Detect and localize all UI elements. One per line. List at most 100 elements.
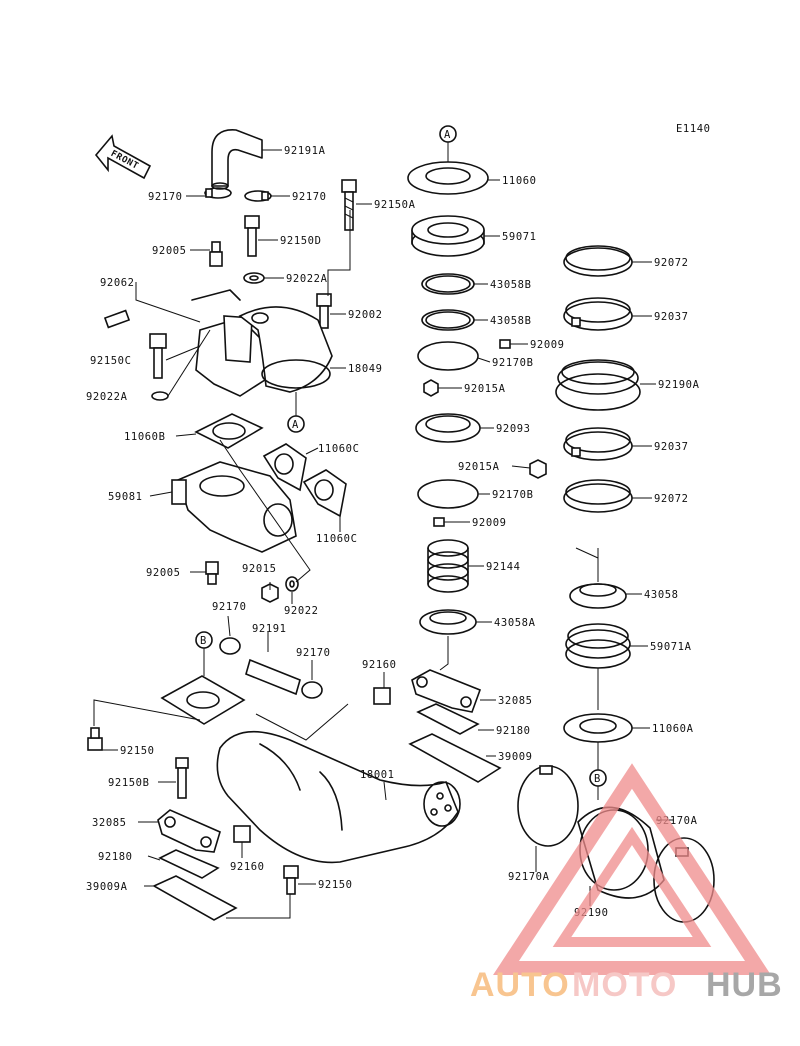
bracket-32085-right-icon	[411, 669, 482, 713]
bolt-92150a-icon	[341, 179, 357, 231]
label-43058b-2: 43058B	[490, 315, 532, 327]
bolt-92002-icon	[316, 293, 332, 329]
label-92144: 92144	[486, 561, 521, 573]
ref-b-circle-right: B	[589, 769, 607, 787]
bolt-92150d-icon	[244, 215, 260, 257]
gasket-11060c-bottom-icon	[302, 469, 347, 518]
part-labels: 92191A 92170 92170 92150A 92005 92150D 9…	[86, 145, 700, 919]
clamp-92170b-top-icon	[417, 341, 479, 371]
svg-text:B: B	[200, 635, 207, 647]
label-92191a: 92191A	[284, 145, 326, 157]
gasket-11060b-icon	[194, 413, 264, 449]
label-92170b-top: 92170B	[492, 357, 534, 369]
washer-92022-icon	[285, 576, 299, 592]
label-39009: 39009	[498, 751, 533, 763]
gasket-11060c-top-icon	[262, 443, 307, 492]
label-32085-right: 32085	[498, 695, 533, 707]
plate-39009-icon	[408, 733, 502, 783]
seal-92093-icon	[415, 413, 481, 443]
label-92005-top: 92005	[152, 245, 187, 257]
label-92062: 92062	[100, 277, 135, 289]
automotohub-watermark: AUTO MOTO HUB	[470, 763, 782, 1004]
label-92150-bottom: 92150	[318, 879, 353, 891]
label-92170-right: 92170	[292, 191, 327, 203]
label-92009-top: 92009	[530, 339, 565, 351]
label-92015a-top: 92015A	[464, 383, 506, 395]
coupling-59071-icon	[411, 215, 485, 257]
bracket-32085-left-icon	[157, 809, 221, 853]
svg-text:A: A	[292, 419, 299, 431]
gasket-11060-icon	[407, 161, 489, 195]
ref-a-circle-left: A	[287, 415, 305, 433]
label-92160-left: 92160	[230, 861, 265, 873]
ref-b-circle-left: B	[195, 631, 213, 649]
label-92180-left: 92180	[98, 851, 133, 863]
label-11060: 11060	[502, 175, 537, 187]
label-92150a: 92150A	[374, 199, 416, 211]
hose-92191a-icon	[211, 129, 263, 190]
label-92022a-bottom: 92022A	[86, 391, 128, 403]
label-43058: 43058	[644, 589, 679, 601]
label-92150c: 92150C	[90, 355, 132, 367]
label-43058a: 43058A	[494, 617, 536, 629]
plate-39009a-icon	[152, 875, 238, 921]
label-92022: 92022	[284, 605, 319, 617]
clamp-92170b-bottom-icon	[417, 479, 479, 509]
label-11060c-top: 11060C	[318, 443, 360, 455]
watermark-moto: MOTO	[572, 966, 677, 1004]
clamp-92170-mid2-icon	[301, 681, 323, 699]
label-92170b-bottom: 92170B	[492, 489, 534, 501]
ref-a-circle-top: A	[439, 125, 457, 143]
nut-92015a-bottom-icon	[529, 459, 547, 479]
watermark-triangle-icon	[493, 763, 771, 975]
nipple-92005-bottom-icon	[205, 561, 219, 585]
label-92037-top: 92037	[654, 311, 689, 323]
label-92191: 92191	[252, 623, 287, 635]
label-59071: 59071	[502, 231, 537, 243]
flange-plate-icon	[160, 675, 246, 725]
washer-92022a-bottom-icon	[151, 391, 169, 401]
svg-text:B: B	[594, 773, 601, 785]
label-43058b-1: 43058B	[490, 279, 532, 291]
label-92170-mid1: 92170	[212, 601, 247, 613]
seal-43058-icon	[569, 583, 627, 609]
washer-92022a-top-icon	[243, 272, 265, 284]
clamp-92170-mid1-icon	[219, 637, 241, 655]
label-11060c-bottom: 11060C	[316, 533, 358, 545]
label-92150-left: 92150	[120, 745, 155, 757]
label-92072-bottom: 92072	[654, 493, 689, 505]
label-92009-bottom: 92009	[472, 517, 507, 529]
screw-92009-top-icon	[499, 339, 511, 349]
label-39009a: 39009A	[86, 881, 128, 893]
bolt-92150-bottom-icon	[283, 865, 299, 895]
muffler-18001-icon	[216, 730, 461, 864]
label-92150b: 92150B	[108, 777, 150, 789]
label-92190a: 92190A	[658, 379, 700, 391]
clamp-92170a-left-icon	[517, 765, 579, 847]
band-92072-bottom-icon	[563, 479, 633, 513]
bolt-92150-left-icon	[87, 727, 103, 751]
damper-92180-right-icon	[416, 703, 480, 735]
diagram-code: E1140	[676, 123, 711, 135]
label-18049: 18049	[348, 363, 383, 375]
label-92015: 92015	[242, 563, 277, 575]
seal-43058a-icon	[419, 609, 477, 635]
bolt-92150c-icon	[149, 333, 167, 379]
nut-92015a-top-icon	[423, 379, 439, 397]
clamp-92170-left-icon	[204, 187, 232, 199]
label-92160-right: 92160	[362, 659, 397, 671]
label-92005-bottom: 92005	[146, 567, 181, 579]
label-92002: 92002	[348, 309, 383, 321]
label-18001: 18001	[360, 769, 395, 781]
exhaust-manifold-18049-icon	[191, 289, 333, 397]
label-92037-bottom: 92037	[654, 441, 689, 453]
band-92072-top-icon	[563, 245, 633, 277]
boot-92190a-icon	[555, 359, 641, 411]
label-59071a: 59071A	[650, 641, 692, 653]
label-92170-mid2: 92170	[296, 647, 331, 659]
nipple-92005-top-icon	[209, 241, 223, 267]
label-11060b: 11060B	[124, 431, 166, 443]
spring-92144-icon	[427, 539, 469, 593]
front-arrow-icon: FRONT	[94, 134, 152, 180]
